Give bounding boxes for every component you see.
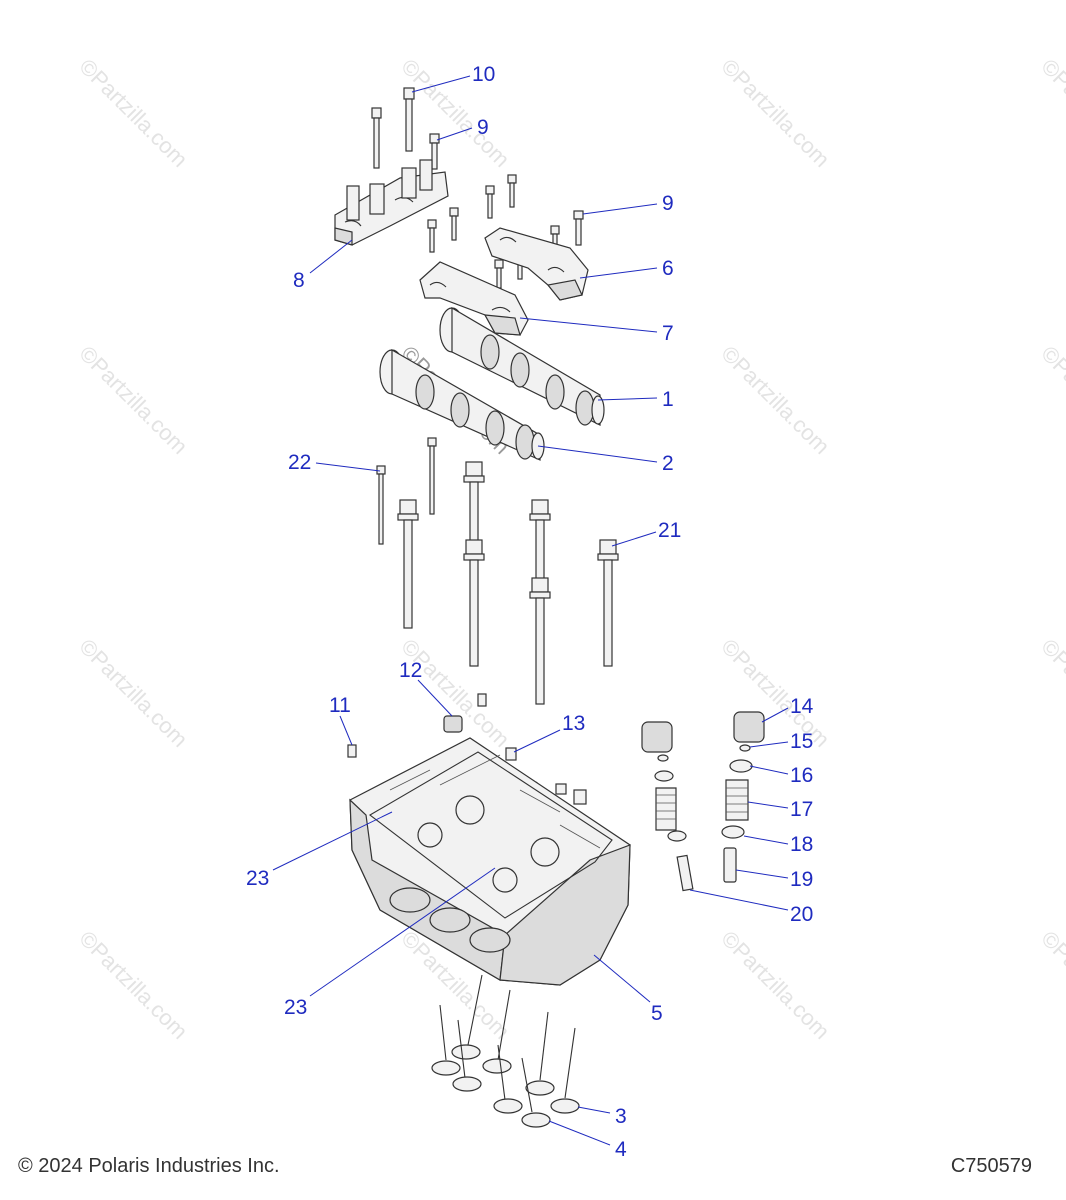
bolt-shank — [373, 117, 380, 169]
cam-cap-left — [334, 159, 449, 246]
callout-21: 21 — [658, 519, 681, 542]
callout-5: 5 — [651, 1002, 663, 1025]
bolt-head — [429, 133, 440, 144]
callout-20: 20 — [790, 903, 813, 926]
cam-cap-bolts — [371, 87, 584, 289]
camshafts — [379, 306, 605, 461]
callout-16: 16 — [790, 764, 813, 787]
valve-train-parts — [641, 711, 765, 892]
watermark: ©Partzilla.com — [74, 926, 192, 1044]
callout-17: 17 — [790, 798, 813, 821]
callout-9: 9 — [662, 192, 674, 215]
watermark: ©Partzilla.com — [74, 54, 192, 172]
callout-14: 14 — [790, 695, 814, 718]
bolt-head — [494, 259, 504, 269]
bolt-head — [550, 225, 560, 235]
callout-15: 15 — [790, 730, 813, 753]
bolt-head — [507, 174, 517, 184]
callout-11: 11 — [329, 694, 351, 717]
watermark: ©Partzilla.com — [1036, 54, 1066, 172]
bolt-shank — [429, 227, 435, 253]
callout-labels: 10 9 9 6 8 7 1 2 22 21 12 11 13 14 15 16… — [246, 63, 814, 1161]
callout-7: 7 — [662, 322, 674, 345]
cylinder-head — [349, 737, 631, 986]
watermark: ©Partzilla.com — [1036, 926, 1066, 1044]
callout-12: 12 — [399, 659, 422, 682]
callout-6: 6 — [662, 257, 674, 280]
watermark: ©Partzilla.com — [74, 341, 192, 459]
cam-cap-right — [484, 227, 589, 301]
watermark: ©Partzilla.com — [716, 926, 834, 1044]
bolt-shank — [405, 98, 413, 152]
bolt-head — [403, 87, 415, 100]
cam-cap-middle — [419, 261, 529, 336]
watermark: ©Partzilla.com — [716, 54, 834, 172]
bolt-shank — [487, 193, 493, 219]
bolt-shank — [496, 267, 502, 289]
bolt-head — [573, 210, 584, 220]
bolt-head — [485, 185, 495, 195]
callout-1: 1 — [662, 388, 674, 411]
watermark: ©Partzilla.com — [1036, 341, 1066, 459]
watermark: ©Partzilla.com — [1036, 634, 1066, 752]
valves — [431, 974, 580, 1128]
head-bolts — [376, 437, 619, 705]
copyright-notice: © 2024 Polaris Industries Inc. — [18, 1155, 280, 1177]
watermark: ©Partzilla.com — [74, 634, 192, 752]
callout-13: 13 — [562, 712, 585, 735]
bolt-head — [371, 107, 382, 119]
bolt-head — [427, 219, 437, 229]
callout-3: 3 — [615, 1105, 627, 1128]
callout-22: 22 — [288, 451, 311, 474]
callout-18: 18 — [790, 833, 813, 856]
bolt-shank — [431, 142, 438, 170]
bolt-head — [449, 207, 459, 217]
bolt-shank — [575, 218, 582, 246]
bolt-shank — [509, 182, 515, 208]
watermark: ©Partzilla.com — [396, 634, 514, 752]
watermark: ©Partzilla.com — [716, 341, 834, 459]
drawing-number: C750579 — [950, 1155, 1032, 1177]
callout-23: 23 — [284, 996, 307, 1019]
callout-9: 9 — [477, 116, 489, 139]
callout-23: 23 — [246, 867, 269, 890]
callout-8: 8 — [293, 269, 305, 292]
callout-19: 19 — [790, 868, 813, 891]
callout-2: 2 — [662, 452, 674, 475]
bolt-shank — [451, 215, 457, 241]
callout-4: 4 — [615, 1138, 627, 1161]
callout-10: 10 — [472, 63, 495, 86]
leader-lines — [272, 75, 789, 1146]
watermark: ©Partzilla.com — [396, 54, 514, 172]
